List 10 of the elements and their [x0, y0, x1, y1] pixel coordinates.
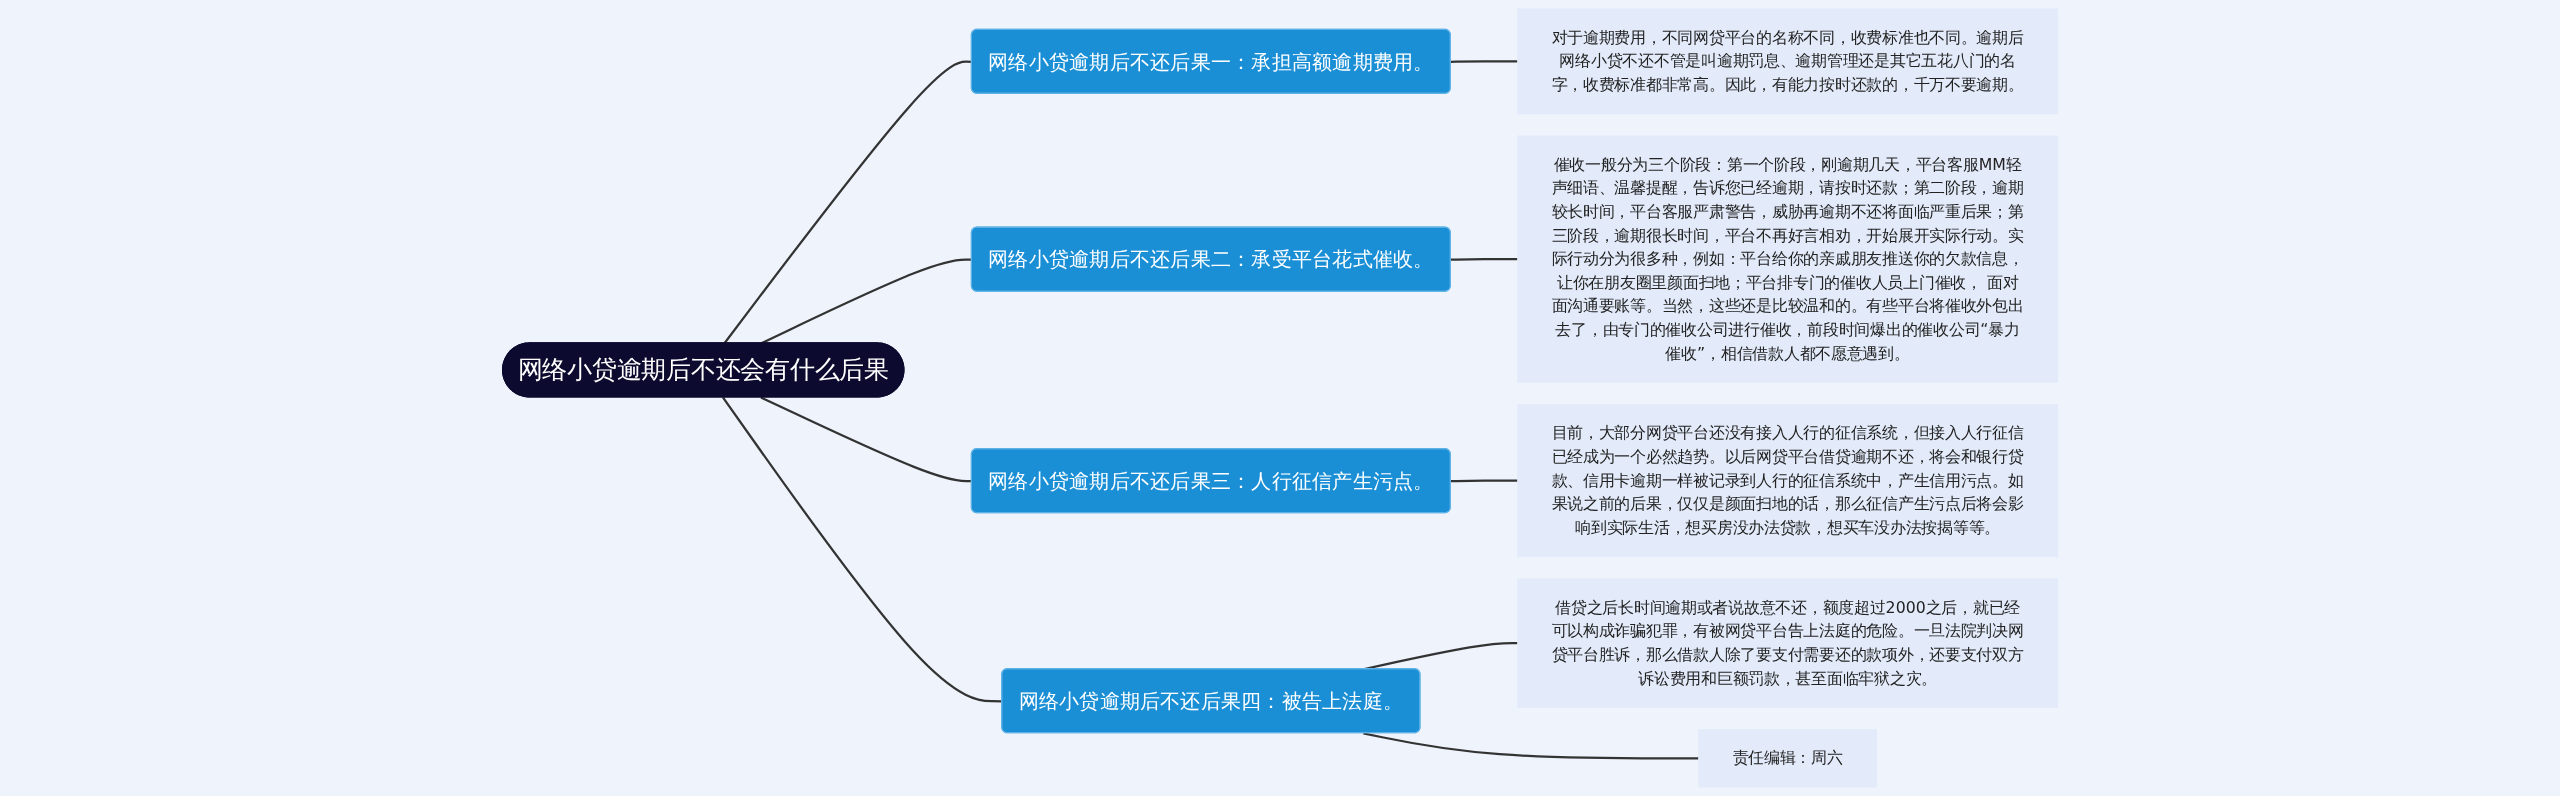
node-box: 借贷之后长时间逾期或者说故意不还，额度超过2000之后，就已经可以构成诈骗犯罪，有被网贷平台告上法庭的危险。一旦法院判决网贷平台胜诉，那么借款人除了要支付需要还的款项外，还要支付双方诉讼费用和巨额罚款，甚至面临牢狱之灾。	[1517, 578, 2058, 708]
connector	[1450, 60, 1518, 63]
node-box: 责任编辑：周六	[1698, 729, 1877, 788]
node-box: 对于逾期费用，不同网贷平台的名称不同，收费标准也不同。逾期后网络小贷不还不管是叫逾期罚息、逾期管理还是其它五花八门的名字，收费标准都非常高。因此，有能力按时还款的，千万不要逾期。	[1517, 8, 2058, 115]
connector	[1450, 258, 1518, 261]
connector	[1450, 479, 1518, 483]
node-box: 目前，大部分网贷平台还没有接入人行的征信系统，但接入人行征信已经成为一个必然趋势。以后网贷平台借贷逾期不还，将会和银行贷款、信用卡逾期一样被记录到人行的征信系统中，产生信用污点。如果说之前的后果，仅仅是颜面扫地的话，那么征信产生污点后将会影响到实际生活，想买房没办法贷款，想买车没办法按揭等等。	[1517, 404, 2058, 558]
connector	[760, 396, 972, 483]
connector	[1363, 732, 1699, 760]
node-box: 催收一般分为三个阶段：第一个阶段，刚逾期几天，平台客服MM轻声细语、温馨提醒，告诉您已经逾期，请按时还款；第二阶段，逾期较长时间，平台客服严肃警告，威胁再逾期不还将面临严重后果；第三阶段，逾期很长时间，平台不再好言相劝，开始展开实际行动。实际行动分为很多种，例如：平台给你的亲戚朋友推送你的欠款信息，让你在朋友圈里颜面扫地；平台排专门的催收人员上门催收， 面对面沟通要账等。当然，这些还是比较温和的。有些平台将催收外包出去了，由专门的催收公司进行催收，前段时间爆出的催收公司“暴力催收”，相信借款人都不愿意遇到。	[1517, 135, 2058, 383]
